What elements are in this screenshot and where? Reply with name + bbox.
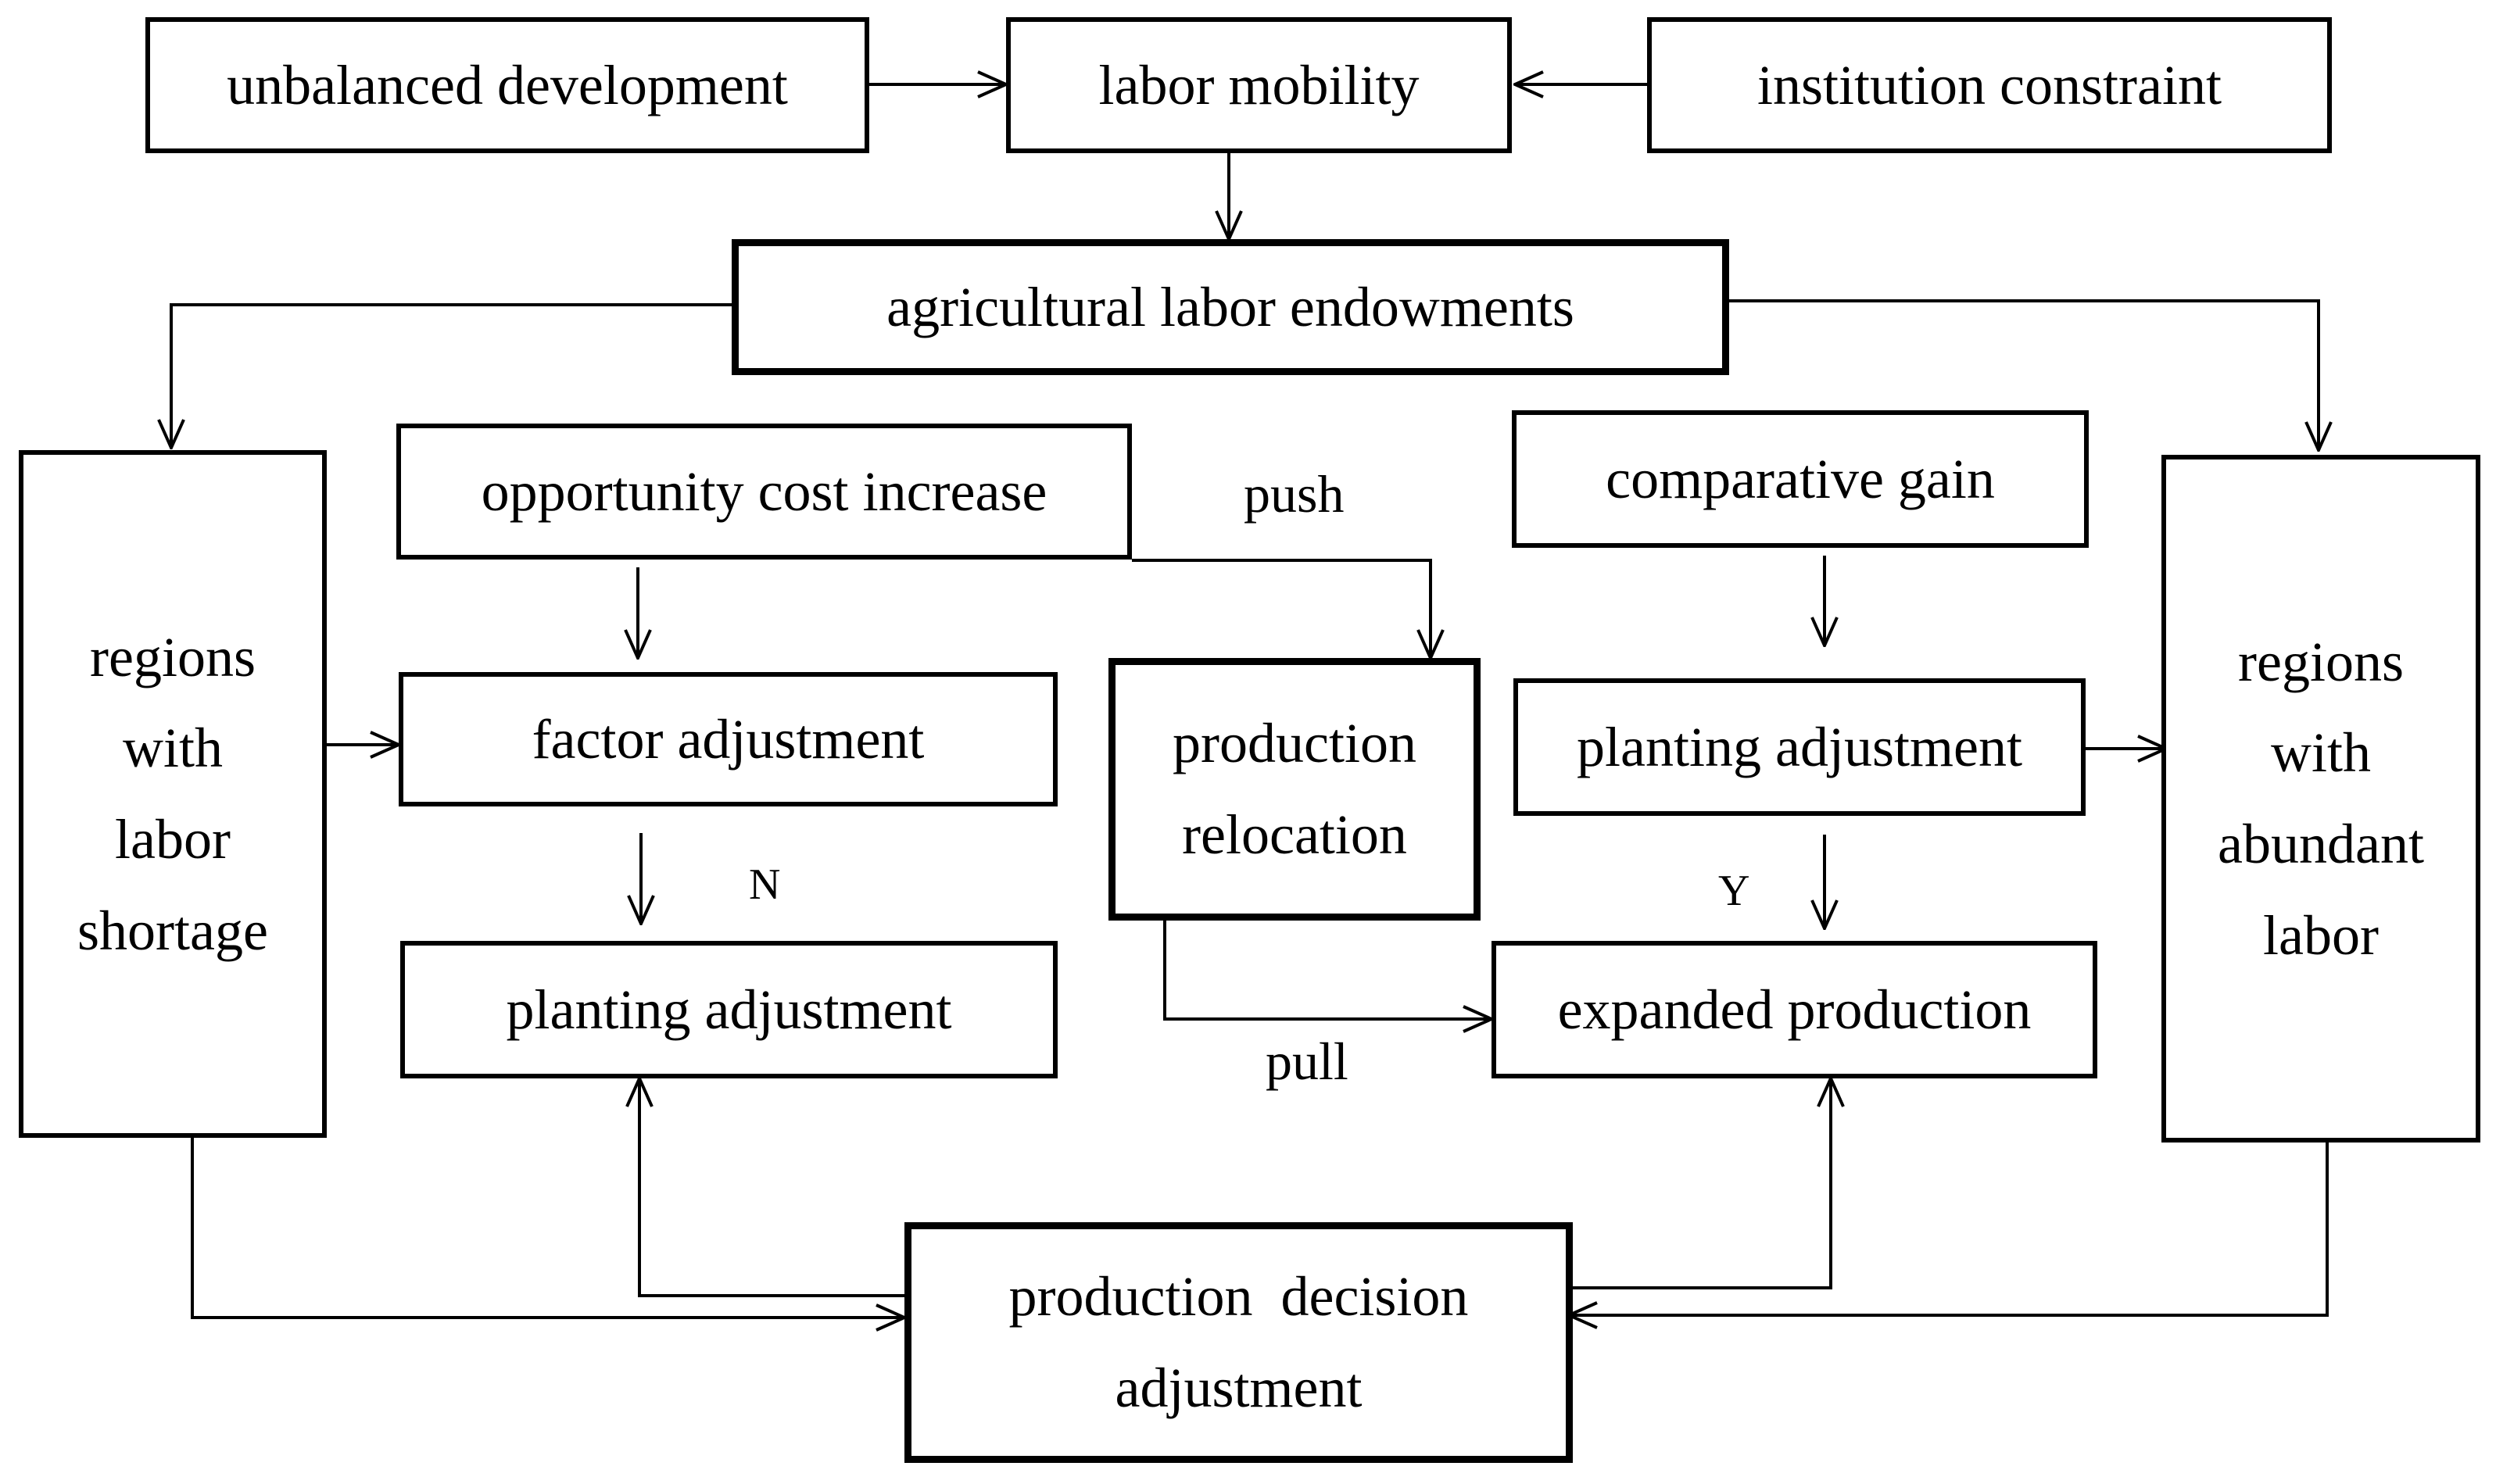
opportunity-cost-increase-label: opportunity cost increase	[481, 460, 1047, 523]
production-decision-adjustment-box: production decision adjustment	[904, 1222, 1573, 1463]
regions-labor-shortage-line-3: labor	[115, 808, 231, 871]
regions-labor-shortage-line-2: with	[122, 717, 223, 780]
planting-adjustment-left-label: planting adjustment	[506, 978, 952, 1041]
unbalanced-development-box: unbalanced development	[145, 17, 869, 153]
arrow-endowments-to-shortage	[171, 303, 732, 448]
arrow-decision-to-planting-left	[639, 1078, 908, 1297]
production-decision-adjustment-line-2: adjustment	[1115, 1357, 1363, 1419]
arrow-endowments-to-abundant	[1729, 299, 2319, 450]
agricultural-labor-endowments-box: agricultural labor endowments	[732, 239, 1729, 375]
push-label: push	[1244, 464, 1345, 524]
expanded-production-label: expanded production	[1557, 978, 2032, 1041]
agricultural-labor-endowments-label: agricultural labor endowments	[886, 275, 1574, 338]
production-relocation-line-1: production	[1173, 712, 1416, 775]
regions-labor-shortage-box: regions with labor shortage	[19, 450, 327, 1138]
production-relocation-line-2: relocation	[1182, 803, 1407, 866]
regions-abundant-labor-box: regions with abundant labor	[2161, 455, 2480, 1143]
opportunity-cost-increase-box: opportunity cost increase	[396, 424, 1132, 560]
yes-label: Y	[1718, 867, 1750, 915]
regions-labor-shortage-line-4: shortage	[77, 899, 268, 962]
no-label: N	[749, 860, 781, 909]
expanded-production-box: expanded production	[1492, 941, 2097, 1078]
regions-abundant-labor-line-2: with	[2270, 721, 2371, 785]
regions-abundant-labor-line-3: abundant	[2218, 813, 2424, 875]
production-decision-adjustment-line-1: production decision	[1008, 1265, 1469, 1328]
factor-adjustment-label: factor adjustment	[532, 707, 925, 771]
regions-labor-shortage-line-1: regions	[90, 625, 256, 688]
pull-label: pull	[1266, 1032, 1348, 1091]
arrow-relocation-to-expanded	[1163, 921, 1492, 1019]
arrow-opportunity-to-relocation	[1132, 559, 1431, 658]
institution-constraint-box: institution constraint	[1647, 17, 2332, 153]
arrow-decision-to-expanded	[1573, 1078, 1831, 1289]
factor-adjustment-box: factor adjustment	[399, 672, 1058, 806]
regions-abundant-labor-line-4: labor	[2263, 903, 2379, 967]
planting-adjustment-right-box: planting adjustment	[1513, 678, 2086, 816]
labor-mobility-label: labor mobility	[1098, 53, 1420, 116]
unbalanced-development-label: unbalanced development	[227, 53, 788, 116]
planting-adjustment-right-label: planting adjustment	[1577, 715, 2022, 778]
arrow-abundant-to-decision	[1569, 1141, 2329, 1315]
regions-abundant-labor-line-1: regions	[2238, 630, 2404, 693]
production-relocation-box: production relocation	[1108, 658, 1481, 921]
institution-constraint-label: institution constraint	[1757, 53, 2222, 116]
planting-adjustment-left-box: planting adjustment	[400, 941, 1058, 1078]
labor-mobility-box: labor mobility	[1006, 17, 1512, 153]
comparative-gain-box: comparative gain	[1512, 410, 2089, 548]
comparative-gain-label: comparative gain	[1606, 447, 1995, 510]
arrow-shortage-to-decision	[191, 1136, 904, 1318]
